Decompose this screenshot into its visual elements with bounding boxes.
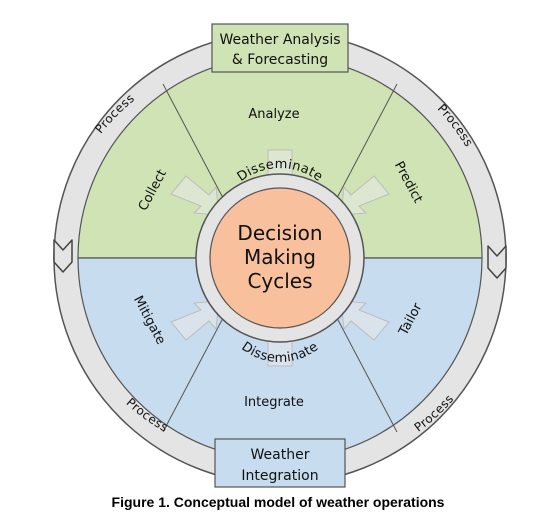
sector-label-integrate: Integrate	[244, 395, 304, 410]
sector-label-analyze: Analyze	[248, 107, 299, 122]
sector-divider	[336, 317, 398, 433]
sector-divider	[336, 83, 398, 199]
decision-making-center	[209, 187, 351, 329]
right-chevron-icon	[487, 245, 507, 279]
sector-divider	[162, 83, 224, 199]
left-chevron-icon	[53, 239, 73, 273]
figure-caption: Figure 1. Conceptual model of weather op…	[112, 494, 445, 510]
bottom-box-line2: Integration	[241, 468, 318, 484]
center-line1: Decision	[237, 221, 322, 245]
weather-analysis-box	[211, 23, 349, 73]
center-line3: Cycles	[247, 269, 312, 293]
center-line2: Making	[244, 245, 316, 269]
bottom-box-line1: Weather	[251, 447, 310, 463]
top-box-line1: Weather Analysis	[219, 32, 340, 48]
weather-integration-box	[214, 438, 346, 488]
sector-divider	[162, 317, 224, 433]
top-box-line2: & Forecasting	[232, 52, 328, 68]
